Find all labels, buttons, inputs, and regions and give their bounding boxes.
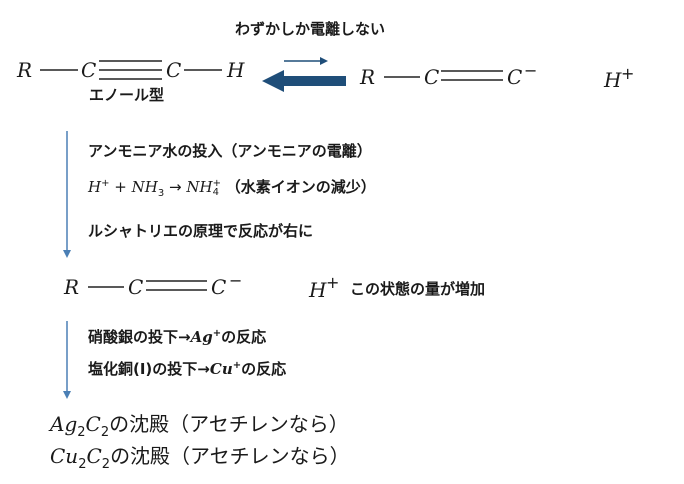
result-cu-a: Cu [50, 444, 79, 468]
product-c1: C [424, 65, 440, 89]
step2-line2: 塩化銅(Ⅰ)の投下→Cu+の反応 [88, 358, 286, 379]
eq-arrow: → [169, 178, 182, 196]
result-ag-c: C [85, 412, 101, 436]
step2-line1: 硝酸銀の投下→Ag+の反応 [88, 326, 266, 347]
top-label: わずかしか電離しない [235, 20, 386, 38]
enol-label: エノール型 [89, 86, 165, 104]
eq-nh4-sub: 4 [212, 186, 219, 198]
eq-note: （水素イオンの減少） [225, 178, 376, 196]
step1-line3: ルシャトリエの原理で反応が右に [88, 222, 314, 240]
result-ag-s2: 2 [100, 425, 110, 440]
result-cu: Cu2C2の沈殿（アセチレンなら） [50, 440, 350, 472]
product-h-charge: + [621, 64, 635, 83]
middle-note: この状態の量が増加 [350, 280, 486, 298]
middle-h: H [309, 278, 327, 302]
eq-nh3-sub: 3 [157, 188, 165, 199]
eq-h: H [88, 178, 102, 196]
middle-h-charge: + [326, 273, 340, 292]
product-h: H [604, 68, 622, 92]
ag-ion-sup: + [212, 328, 222, 339]
eq-nh4-sup: + [212, 177, 221, 189]
result-cu-s1: 2 [78, 457, 87, 472]
cu-ion: Cu [209, 360, 233, 378]
product-c2: C [507, 65, 523, 89]
result-cu-s2: 2 [101, 457, 111, 472]
middle-c1: C [128, 275, 144, 299]
product-r: R [360, 65, 376, 89]
reactant-h: H [227, 58, 245, 82]
eq-nh4: NH [186, 178, 213, 196]
step2-line1-pre: 硝酸銀の投下→ [88, 328, 191, 346]
flow-arrow-2-head [63, 391, 71, 399]
step2-line2-pre: 塩化銅(Ⅰ)の投下→ [88, 360, 210, 378]
reactant-c1: C [81, 58, 97, 82]
reactant-r: R [17, 58, 33, 82]
product-c2-charge: − [524, 61, 538, 80]
ag-ion: Ag [190, 328, 213, 346]
flow-arrow-1-head [63, 250, 71, 258]
reverse-arrow-shaft [284, 76, 346, 86]
middle-c2-charge: − [229, 271, 243, 290]
reactant-c2: C [166, 58, 182, 82]
result-ag-a: Ag [50, 412, 78, 436]
step2-line1-post: の反応 [221, 328, 267, 346]
result-cu-text: の沈殿（アセチレンなら） [110, 444, 350, 468]
eq-nh3: NH [131, 178, 158, 196]
result-ag: Ag2C2の沈殿（アセチレンなら） [50, 408, 349, 440]
forward-arrow-head [320, 57, 328, 65]
result-ag-text: の沈殿（アセチレンなら） [109, 412, 349, 436]
cu-ion-sup: + [232, 360, 242, 371]
step1-equation: H+ + NH3 → NH+4 （水素イオンの減少） [88, 176, 376, 199]
eq-plus: + [114, 178, 127, 196]
middle-r: R [64, 275, 80, 299]
step2-line2-post: の反応 [241, 360, 287, 378]
step1-line1: アンモニア水の投入（アンモニアの電離） [88, 142, 372, 160]
middle-c2: C [211, 275, 227, 299]
result-ag-s1: 2 [77, 425, 86, 440]
result-cu-c: C [86, 444, 102, 468]
reverse-arrow-head [262, 70, 284, 92]
eq-h-sup: + [101, 178, 110, 189]
